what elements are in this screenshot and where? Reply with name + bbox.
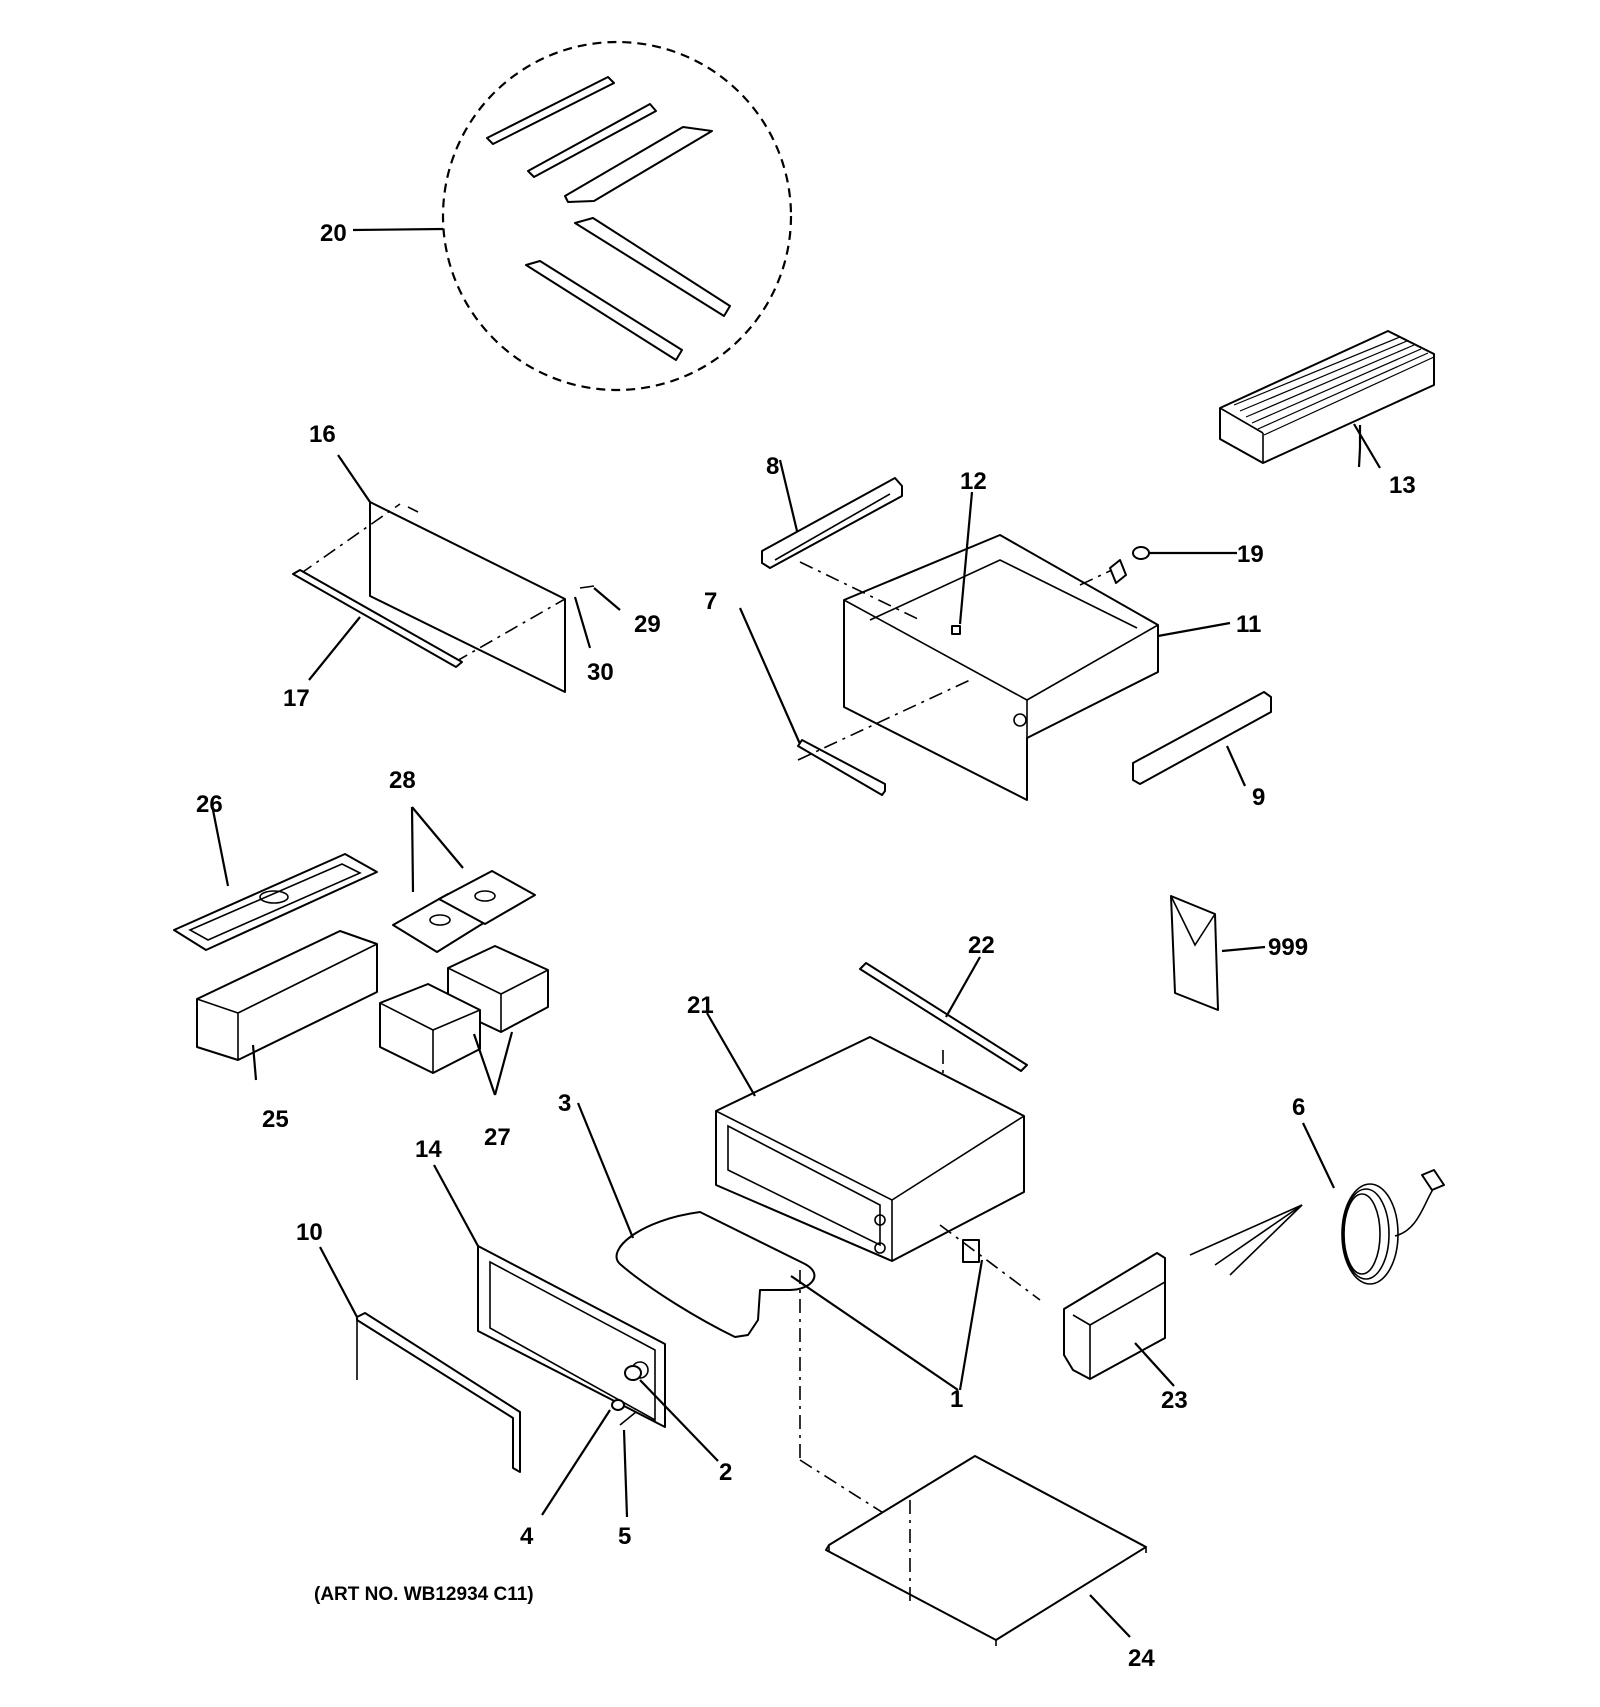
callout-999: 999 (1268, 934, 1308, 961)
callout-10: 10 (296, 1219, 323, 1246)
part-2-4-5-hardware (541, 1365, 719, 1518)
part-22-top-rail (859, 956, 1028, 1090)
callout-labels: 20 16 17 30 29 8 12 13 19 7 11 9 26 28 2… (196, 220, 1416, 1672)
callout-9: 9 (1252, 784, 1265, 811)
part-16-front-panel (299, 454, 566, 693)
part-28-small-lids (392, 806, 536, 953)
part-21-case (706, 1012, 1025, 1262)
part-26-long-lid (173, 809, 378, 951)
part-29-30-screws (573, 585, 621, 649)
callout-4: 4 (520, 1523, 534, 1550)
art-number: (ART NO. WB12934 C11) (314, 1584, 534, 1605)
part-999-literature (1170, 895, 1266, 1011)
part-8-slide-left (761, 459, 903, 569)
callout-12: 12 (960, 468, 987, 495)
part-6-power-cord (1189, 1122, 1445, 1285)
part-12-fastener (951, 491, 974, 635)
callout-29: 29 (634, 611, 661, 638)
callout-8: 8 (766, 453, 779, 480)
callout-25: 25 (262, 1106, 289, 1133)
callout-27: 27 (484, 1124, 511, 1151)
part-24-bottom-panel (825, 1455, 1147, 1646)
part-20-rail-kit (352, 40, 793, 392)
callout-3: 3 (558, 1090, 571, 1117)
callout-21: 21 (687, 992, 714, 1019)
callout-23: 23 (1161, 1387, 1188, 1414)
part-10-trim (319, 1246, 521, 1473)
callout-17: 17 (283, 685, 310, 712)
part-7-bracket (738, 607, 971, 796)
part-27-small-pans (379, 945, 549, 1096)
callout-2: 2 (719, 1459, 732, 1486)
callout-19: 19 (1237, 541, 1264, 568)
callout-30: 30 (587, 659, 614, 686)
callout-1: 1 (950, 1386, 963, 1413)
part-19-knob (1109, 546, 1237, 584)
callout-26: 26 (196, 791, 223, 818)
part-9-slide-right (1132, 691, 1272, 787)
callout-16: 16 (309, 421, 336, 448)
part-13-wire-rack (1219, 330, 1435, 469)
callout-13: 13 (1389, 472, 1416, 499)
part-25-long-pan (196, 930, 378, 1081)
callout-5: 5 (618, 1523, 631, 1550)
callout-11: 11 (1236, 611, 1261, 638)
callout-7: 7 (704, 588, 717, 615)
part-1-terminals (790, 1224, 1041, 1391)
callout-6: 6 (1292, 1094, 1305, 1121)
callout-20: 20 (320, 220, 347, 247)
part-17-handle (292, 569, 463, 681)
callout-28: 28 (389, 767, 416, 794)
part-14-inner-panel (433, 1164, 666, 1428)
callout-24: 24 (1128, 1645, 1155, 1672)
part-23-terminal-box (1063, 1252, 1175, 1387)
callout-14: 14 (415, 1136, 442, 1163)
part-11-drawer-box (799, 534, 1231, 801)
callout-22: 22 (968, 932, 995, 959)
